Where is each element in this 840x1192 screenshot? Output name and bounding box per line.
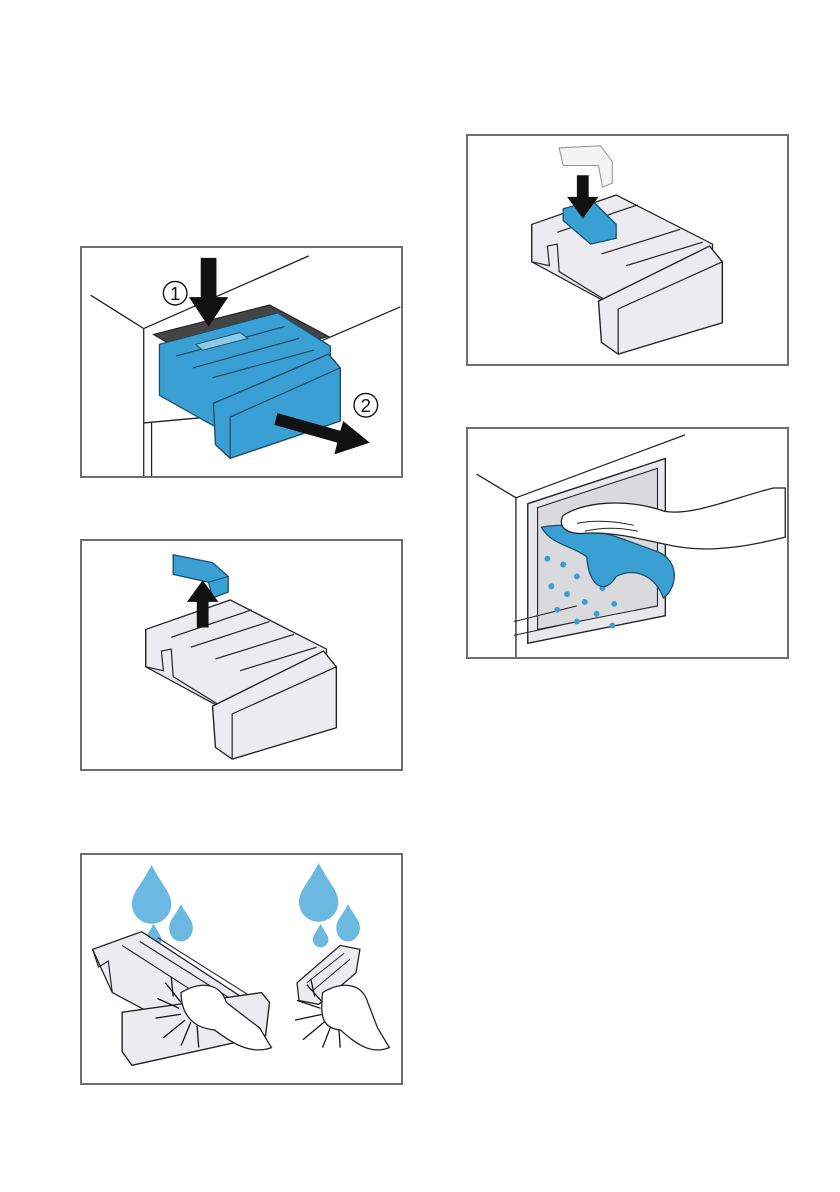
step-label-2: 2 (361, 395, 371, 416)
cloth-wipe-illustration (468, 429, 787, 657)
figure-reinsert-insert (466, 134, 789, 366)
step-label-1: 1 (170, 283, 180, 304)
drawer-press-pull-illustration: 1 2 (82, 248, 401, 476)
insert-lift-illustration (82, 541, 401, 769)
rinse-brush-illustration (82, 855, 401, 1083)
figure-wipe-drawer-housing (466, 427, 789, 659)
figure-rinse-parts (80, 853, 403, 1085)
figure-remove-insert (80, 539, 403, 771)
press-arrow-icon (189, 258, 228, 327)
water-drop-icon (132, 865, 171, 924)
insert-press-illustration (468, 136, 787, 364)
figure-remove-drawer: 1 2 (80, 246, 403, 478)
